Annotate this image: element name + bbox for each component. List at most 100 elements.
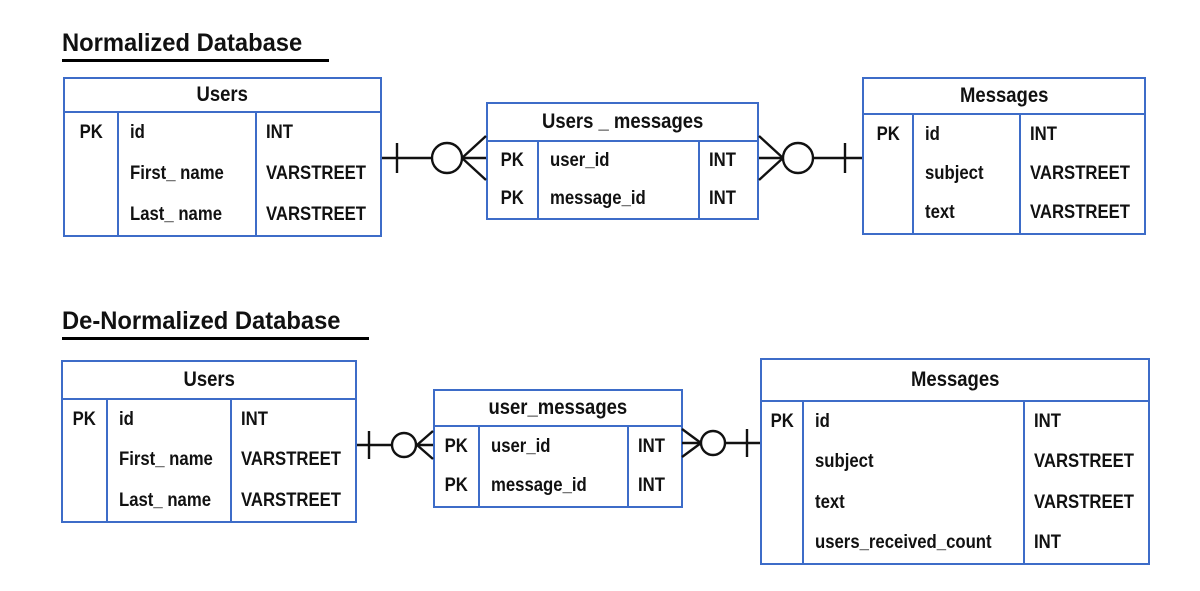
pk-text: PK (444, 475, 469, 497)
field-text: message_id (550, 188, 646, 209)
field-cell: text (804, 483, 1023, 523)
type-cell: INT (257, 113, 380, 154)
type-text: VARSTREET (1034, 451, 1135, 473)
type-text: VARSTREET (241, 489, 342, 511)
type-text: VARSTREET (1034, 491, 1135, 513)
pk-text: PK (79, 122, 103, 144)
pk-cell: PK (864, 115, 912, 154)
many-crowfoot-icon (681, 428, 702, 458)
erd-table-users-normalized: Users PK id First_ name Last_ name INT V… (63, 77, 382, 237)
field-cell: First_ name (108, 440, 230, 480)
connector-usersmessages-to-messages (758, 135, 862, 181)
pk-cell (762, 523, 802, 563)
field-cell: id (119, 113, 255, 154)
pk-cell (864, 194, 912, 233)
type-cell: VARSTREET (1025, 442, 1148, 482)
type-text: VARSTREET (266, 163, 367, 184)
type-cell: VARSTREET (1021, 154, 1144, 193)
pk-cell: PK (435, 427, 478, 467)
type-text: INT (1030, 123, 1058, 145)
table-header: Users (65, 79, 380, 113)
pk-cell (63, 481, 106, 521)
type-cell: VARSTREET (1021, 194, 1144, 233)
type-text: INT (638, 435, 665, 457)
table-body: PK id First_ name Last_ name INT VARSTRE… (65, 113, 380, 235)
erd-table-users-denormalized: Users PK id First_ name Last_ name INT V… (61, 360, 357, 523)
table-body: PK id subject text INT VARSTREET VARSTRE… (864, 115, 1144, 233)
many-crowfoot-icon (416, 430, 434, 460)
pk-cell: PK (65, 113, 117, 154)
zero-circle-icon (781, 141, 815, 175)
table-name: Messages (959, 84, 1049, 107)
type-cell: VARSTREET (257, 154, 380, 195)
table-name: user_messages (488, 396, 628, 419)
field-cell: users_received_count (804, 523, 1023, 563)
table-name: Users (183, 368, 235, 391)
field-text: user_id (550, 150, 610, 171)
type-cell: INT (700, 180, 757, 218)
field-cell: user_id (480, 427, 627, 467)
field-text: text (925, 202, 955, 224)
type-column: INT VARSTREET VARSTREET (232, 400, 355, 521)
table-name: Users (196, 83, 249, 106)
pk-cell: PK (762, 402, 802, 442)
pk-column: PK PK (435, 427, 480, 506)
field-text: text (815, 491, 846, 513)
pk-cell: PK (63, 400, 106, 440)
type-text: VARSTREET (1030, 202, 1131, 224)
section-title-text: De-Normalized Database (62, 307, 341, 335)
type-cell: INT (1025, 402, 1148, 442)
table-header: Users _ messages (488, 104, 757, 142)
pk-cell (65, 154, 117, 195)
connector-usermessages-to-messages-denorm (681, 428, 760, 458)
field-cell: Last_ name (108, 481, 230, 521)
field-cell: message_id (539, 180, 698, 218)
table-header: Messages (864, 79, 1144, 115)
type-text: INT (1034, 411, 1062, 433)
field-text: First_ name (130, 163, 224, 184)
field-column: user_id message_id (539, 142, 700, 218)
type-text: INT (1034, 531, 1062, 553)
many-crowfoot-icon (461, 135, 487, 181)
erd-table-messages-denormalized: Messages PK id subject text users_receiv… (760, 358, 1150, 565)
type-cell: VARSTREET (232, 481, 355, 521)
field-cell: user_id (539, 142, 698, 180)
table-body: PK id subject text users_received_count … (762, 402, 1148, 563)
field-column: id subject text users_received_count (804, 402, 1026, 563)
pk-text: PK (444, 435, 469, 457)
type-text: VARSTREET (266, 203, 367, 225)
field-cell: text (914, 194, 1019, 233)
type-column: INT VARSTREET VARSTREET (1021, 115, 1144, 233)
field-text: First_ name (119, 449, 214, 471)
type-cell: VARSTREET (232, 440, 355, 480)
field-column: user_id message_id (480, 427, 629, 506)
pk-column: PK (63, 400, 109, 521)
type-column: INT INT (629, 427, 681, 506)
field-text: message_id (491, 475, 587, 497)
pk-column: PK (65, 113, 119, 235)
field-text: id (130, 122, 145, 144)
type-cell: INT (629, 467, 681, 507)
zero-circle-icon (430, 141, 464, 175)
section-title-text: Normalized Database (62, 29, 303, 57)
field-cell: subject (804, 442, 1023, 482)
many-crowfoot-icon (758, 135, 784, 181)
pk-text: PK (770, 411, 794, 433)
field-cell: subject (914, 154, 1019, 193)
pk-cell (65, 194, 117, 235)
erd-table-users-messages-normalized: Users _ messages PK PK user_id message_i… (486, 102, 759, 220)
type-column: INT INT (700, 142, 757, 218)
field-text: user_id (491, 435, 551, 457)
pk-cell (762, 483, 802, 523)
erd-table-messages-normalized: Messages PK id subject text INT VARSTREE… (862, 77, 1146, 235)
table-name: Messages (910, 368, 1000, 391)
connector-users-to-usersmessages (382, 135, 487, 181)
erd-table-user-messages-denormalized: user_messages PK PK user_id message_id I… (433, 389, 683, 508)
pk-text: PK (72, 409, 97, 431)
connector-users-to-usermessages-denorm (357, 430, 434, 460)
table-body: PK id First_ name Last_ name INT VARSTRE… (63, 400, 355, 521)
field-text: id (925, 123, 941, 145)
field-cell: id (804, 402, 1023, 442)
pk-column: PK PK (488, 142, 539, 218)
pk-text: PK (876, 123, 900, 145)
